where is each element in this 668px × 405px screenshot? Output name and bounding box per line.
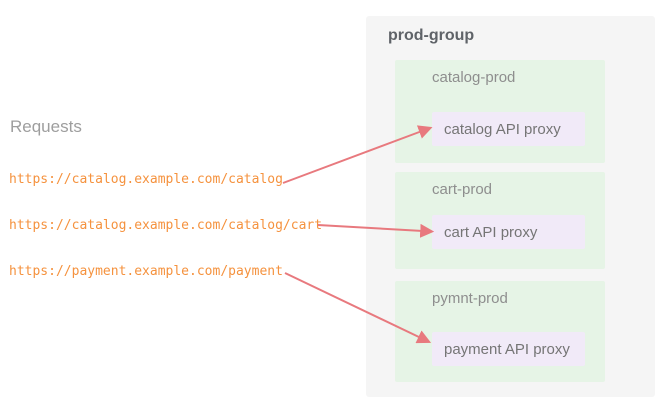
prod-group-container: prod-group catalog-prod catalog API prox… [366, 16, 655, 397]
request-url-payment: https://payment.example.com/payment [9, 264, 283, 279]
api-proxy-box-catalog: catalog API proxy [432, 112, 585, 146]
prod-group-label: prod-group [388, 27, 475, 44]
request-url-catalog: https://catalog.example.com/catalog [9, 172, 283, 187]
environment-box-pymnt-prod: pymnt-prod payment API proxy [395, 281, 605, 382]
environment-label: pymnt-prod [432, 290, 508, 307]
request-url-catalog-cart: https://catalog.example.com/catalog/cart [9, 218, 323, 233]
environment-box-catalog-prod: catalog-prod catalog API proxy [395, 60, 605, 163]
environment-box-cart-prod: cart-prod cart API proxy [395, 172, 605, 269]
api-proxy-box-cart: cart API proxy [432, 215, 585, 249]
api-proxy-box-payment: payment API proxy [432, 332, 585, 366]
environment-label: cart-prod [432, 181, 493, 198]
requests-heading: Requests [10, 117, 82, 136]
environment-label: catalog-prod [432, 69, 516, 86]
